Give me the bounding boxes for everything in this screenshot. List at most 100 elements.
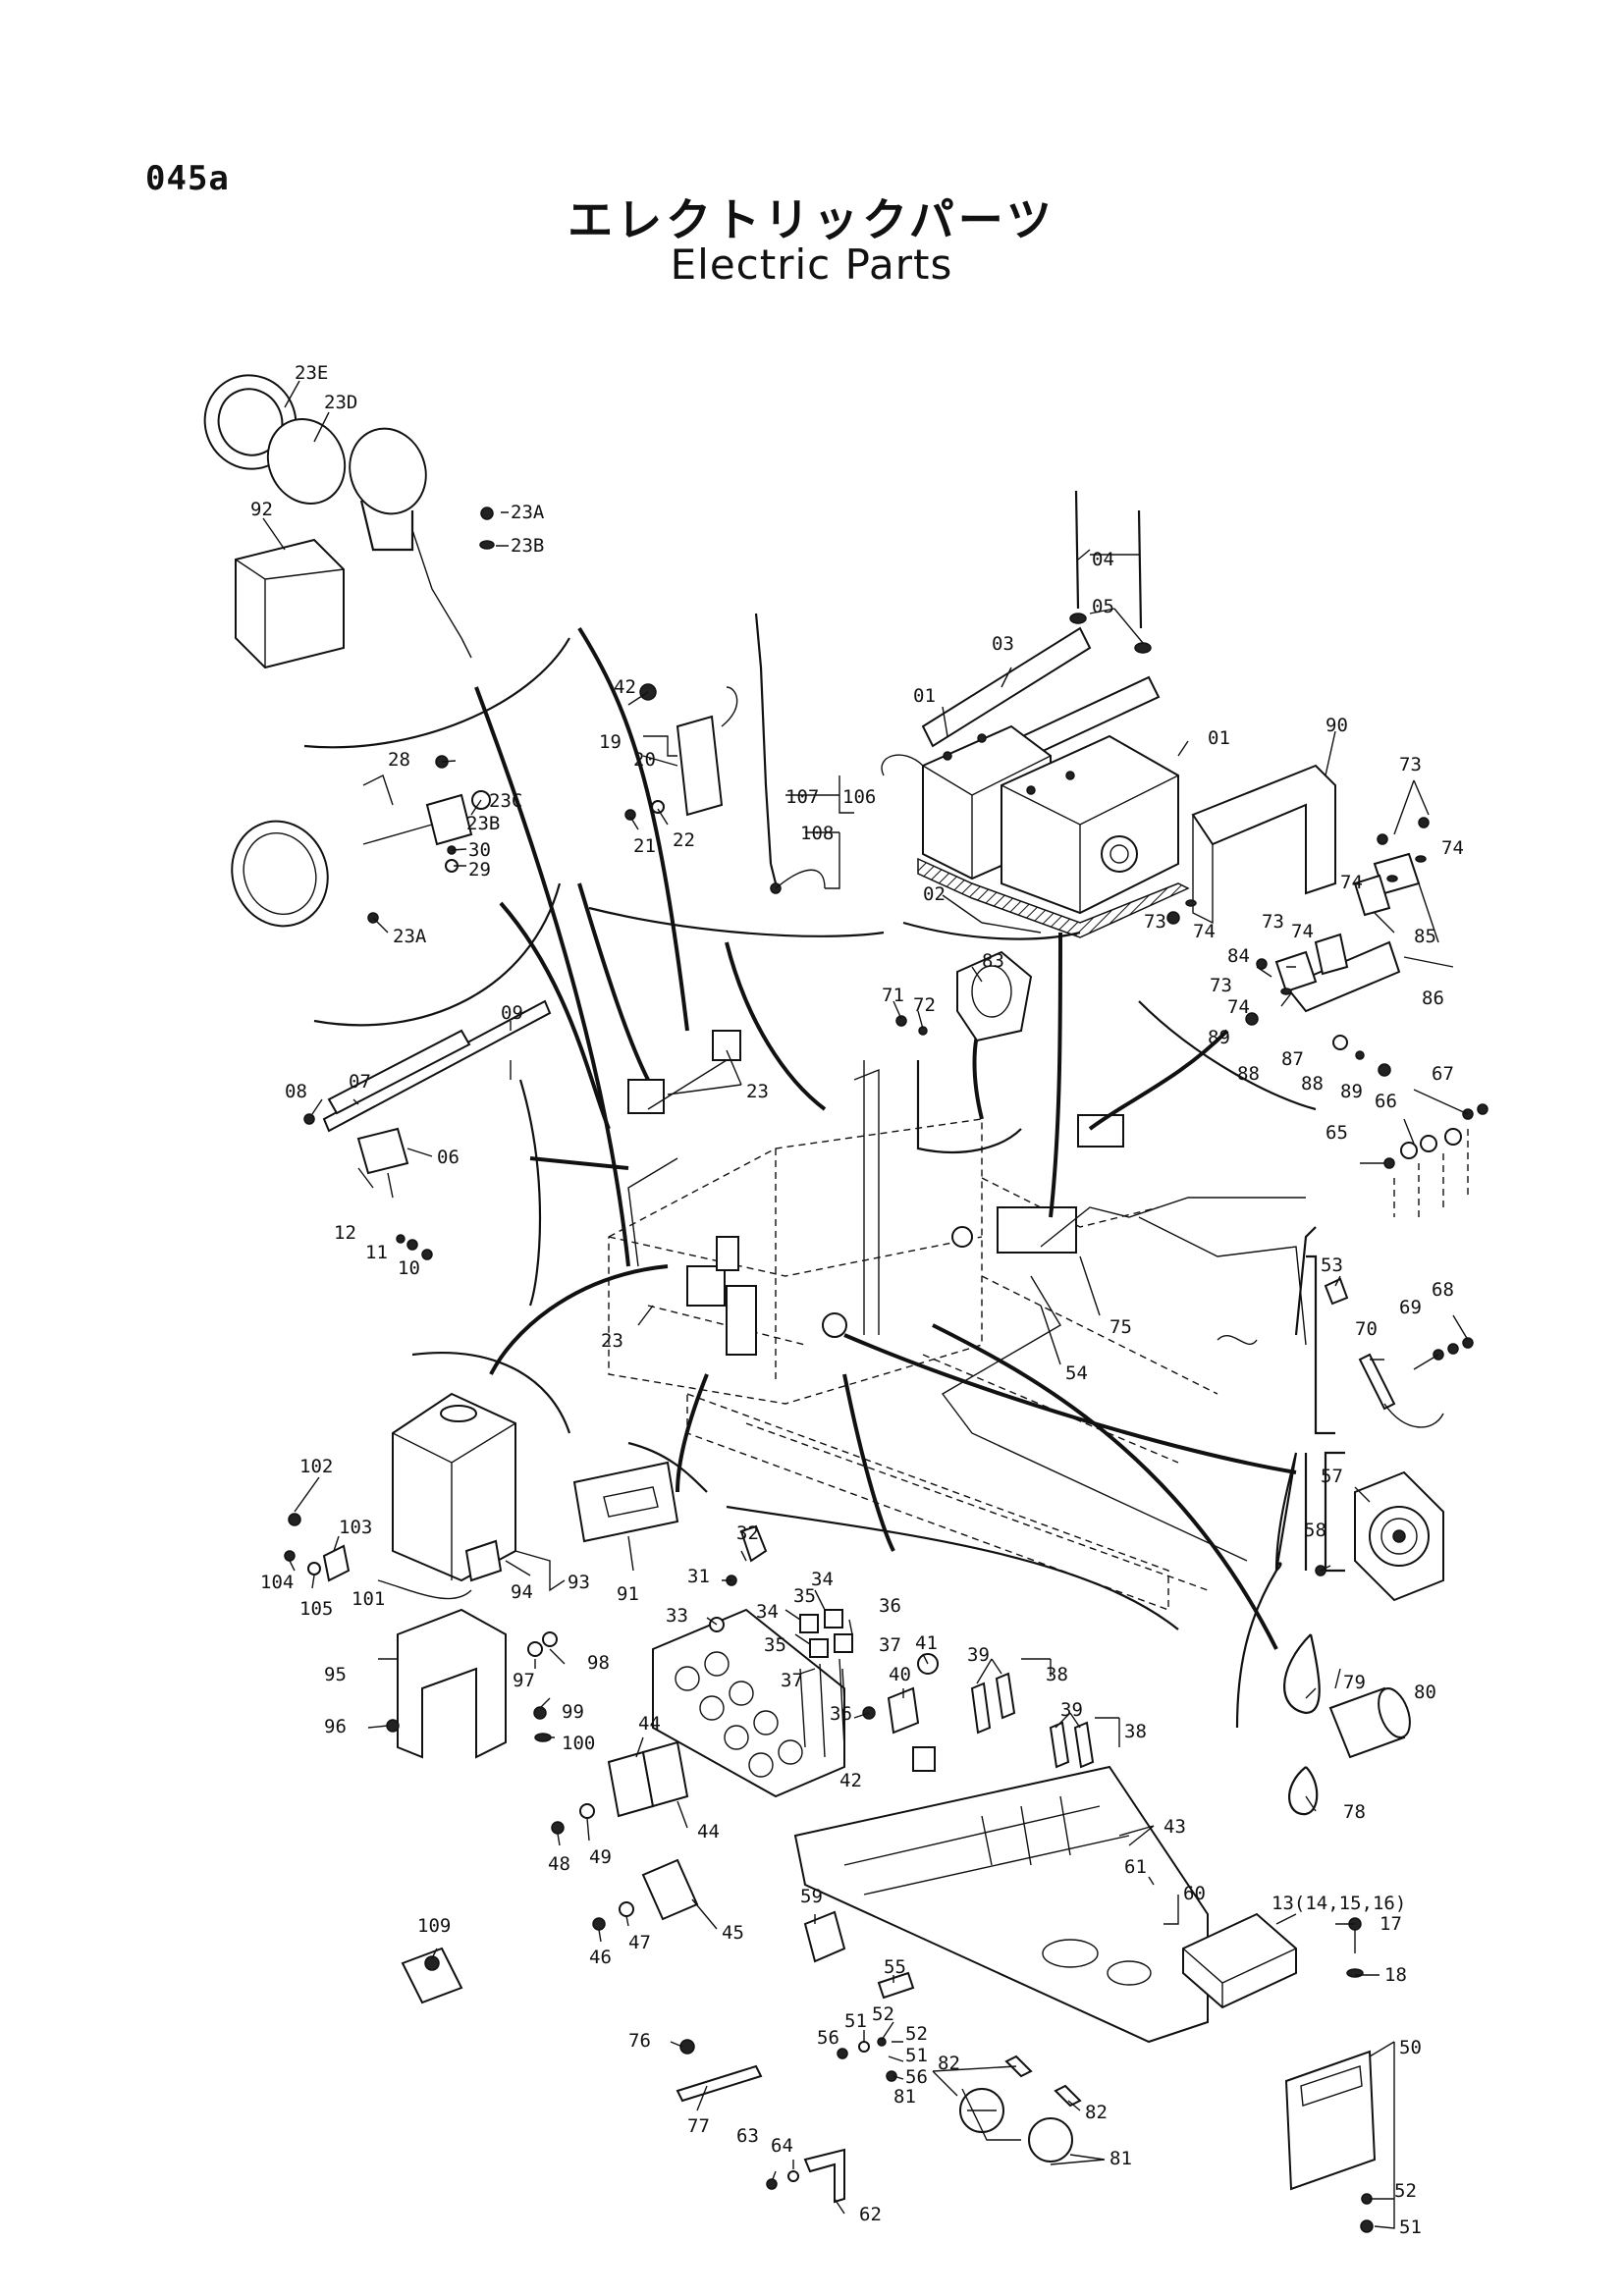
washer-105 <box>307 1562 321 1575</box>
callout-label: 90 <box>1325 715 1348 736</box>
washer-11 <box>406 1239 418 1251</box>
bolt-73-a <box>1377 833 1388 845</box>
callout-label: 62 <box>859 2204 882 2225</box>
bolt-73-c <box>1166 911 1180 925</box>
callout-label: 79 <box>1343 1672 1366 1693</box>
callout-label: 67 <box>1432 1063 1454 1085</box>
washer-74-d <box>1280 988 1292 995</box>
ashtray-91 <box>572 1461 679 1543</box>
washer-74-b <box>1415 855 1427 863</box>
section-brackets <box>303 637 1345 1729</box>
callout-label: 41 <box>915 1632 938 1654</box>
terminal-66-a <box>1400 1142 1418 1159</box>
callout-label: 03 <box>992 633 1014 655</box>
keyswitch-assembly <box>676 1971 1082 2204</box>
wiper-motor-06 <box>356 1127 409 1175</box>
callout-label: 81 <box>893 2086 916 2108</box>
callout-label: 45 <box>722 1922 744 1944</box>
callout-label: 37 <box>879 1634 901 1656</box>
callout-label: 87 <box>1281 1048 1304 1070</box>
battery-01-b <box>1001 734 1179 915</box>
callout-label: 06 <box>437 1147 460 1168</box>
hourmeter-50 <box>1284 2050 1377 2191</box>
callout-label: 73 <box>1399 754 1422 775</box>
washer-88 <box>1355 1050 1365 1060</box>
callout-label: 19 <box>599 731 622 753</box>
lamp-39-d <box>1073 1721 1095 1769</box>
callout-label: 34 <box>811 1569 834 1590</box>
frame-component <box>726 1285 757 1356</box>
buzzer-box-92 <box>235 538 345 669</box>
terminal-69-b <box>1447 1343 1459 1355</box>
nut-68 <box>1462 1337 1474 1349</box>
bolt-56-a <box>837 2048 848 2059</box>
callout-label: 88 <box>1237 1063 1260 1085</box>
clamp-53 <box>1324 1277 1349 1306</box>
callout-label: 95 <box>324 1664 347 1685</box>
bracket-62 <box>803 2148 845 2204</box>
callout-label: 46 <box>589 1947 612 1968</box>
key-82-a <box>1004 2055 1033 2078</box>
callout-label: 89 <box>1208 1027 1230 1048</box>
switch-40-b <box>912 1746 936 1772</box>
callout-label: 04 <box>1092 549 1114 570</box>
callout-label: 105 <box>299 1598 333 1620</box>
tank-bracket-95 <box>397 1608 507 1759</box>
callout-label: 50 <box>1399 2037 1422 2058</box>
callout-label: 44 <box>638 1713 661 1735</box>
callout-label: 74 <box>1227 996 1250 1018</box>
callout-label: 109 <box>417 1915 451 1937</box>
nut-67-b <box>1477 1103 1488 1115</box>
callout-label: 106 <box>842 786 876 808</box>
callout-label: 73 <box>1144 911 1166 933</box>
callout-label: 30 <box>468 839 491 861</box>
washer-52-a <box>877 2037 887 2047</box>
lamp-39-b <box>995 1672 1016 1720</box>
nut-10 <box>421 1249 433 1260</box>
switch-40 <box>887 1686 920 1735</box>
lamp-housing-2 <box>231 820 329 928</box>
washer-18 <box>1346 1968 1364 1978</box>
callout-label: 77 <box>687 2115 710 2137</box>
callout-label: 29 <box>468 859 491 881</box>
machine-frame <box>608 1030 1307 1612</box>
callout-label: 74 <box>1291 921 1314 942</box>
callout-label: 43 <box>1163 1816 1186 1838</box>
bolt-65 <box>1383 1157 1395 1169</box>
callout-label: 103 <box>339 1517 372 1538</box>
callout-label: 17 <box>1380 1913 1402 1935</box>
callout-label: 52 <box>872 2003 894 2025</box>
console-panel <box>793 1765 1209 2044</box>
callout-label: 23D <box>324 392 357 413</box>
frame-component <box>686 1265 726 1307</box>
callout-label: 23B <box>511 535 544 557</box>
terminal-66-c <box>1444 1128 1462 1146</box>
callout-label: 23E <box>295 362 328 384</box>
callout-label: 22 <box>673 829 695 851</box>
callout-label: 51 <box>905 2045 928 2066</box>
callout-label: 44 <box>697 1821 720 1842</box>
washer-23B <box>479 540 495 550</box>
callout-label: 88 <box>1301 1073 1324 1095</box>
callout-label: 56 <box>817 2027 839 2049</box>
callout-label: 73 <box>1210 975 1232 996</box>
callout-label: 78 <box>1343 1801 1366 1823</box>
callout-label: 85 <box>1414 926 1436 947</box>
wiper-assembly <box>303 999 552 1260</box>
page-id: 045a <box>145 159 230 198</box>
grommet-76 <box>679 2039 695 2055</box>
nozzle-102 <box>288 1513 301 1526</box>
callout-label: 61 <box>1124 1856 1147 1878</box>
wiper-arm-07 <box>327 1029 471 1115</box>
keyswitch-81-b <box>1028 2117 1073 2163</box>
lamp-39-c <box>1049 1721 1070 1769</box>
relay-84-b <box>1314 933 1349 976</box>
screw-48 <box>551 1821 565 1835</box>
frame-component <box>951 1226 973 1248</box>
bracket-55 <box>877 1971 915 2000</box>
callout-label: 60 <box>1183 1883 1206 1904</box>
bolt-96 <box>386 1719 400 1733</box>
callout-label: 55 <box>884 1956 906 1978</box>
clamp-band-assembly <box>1283 1633 1411 1816</box>
switch-37 <box>834 1633 853 1653</box>
